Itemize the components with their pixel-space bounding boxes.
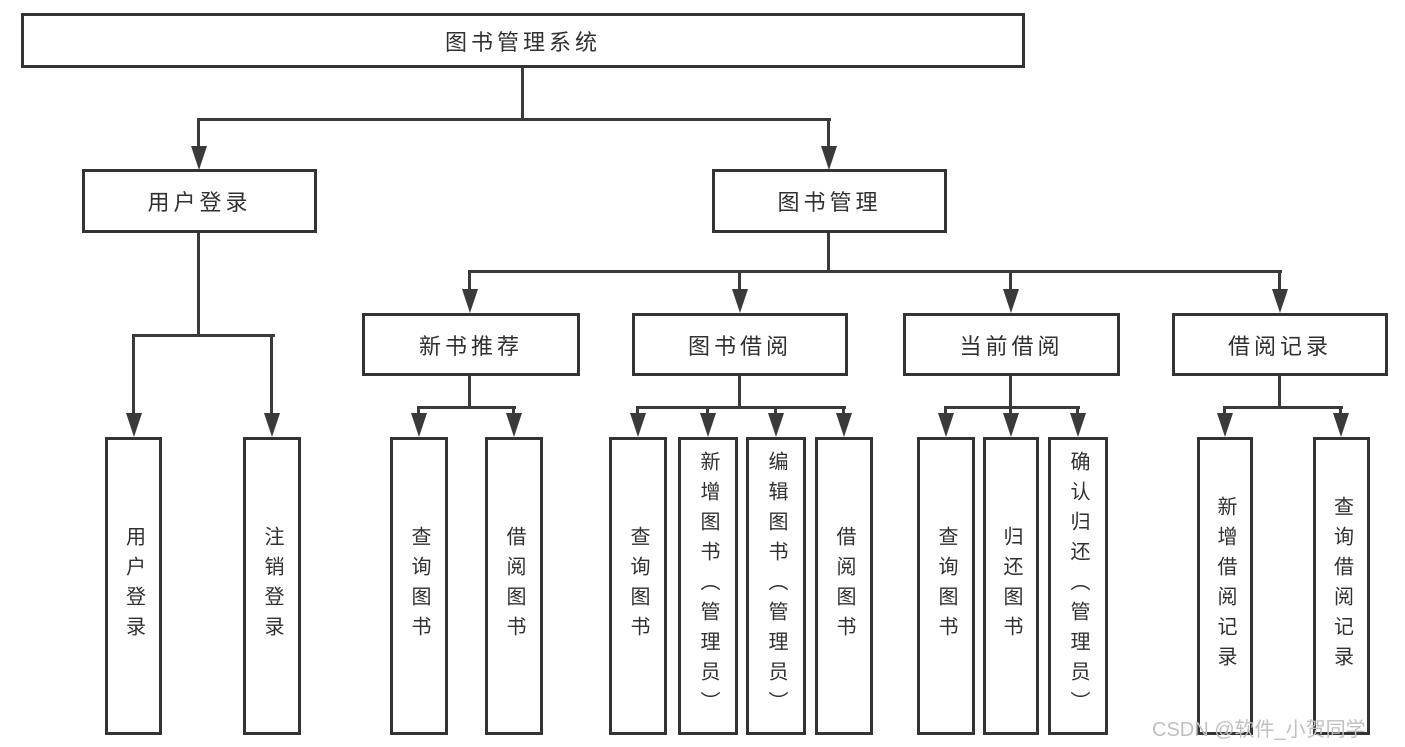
leaf-label: 用户登录 (122, 526, 145, 646)
connector-line (1223, 406, 1226, 417)
arrow-down-icon (1003, 413, 1019, 437)
leaf-edit-book-admin: 编辑图书（管理员） (746, 437, 806, 735)
connector-line (197, 118, 831, 121)
connector-line (706, 406, 709, 417)
node-user-login: 用户登录 (82, 169, 317, 233)
connector-line (1223, 406, 1343, 409)
leaf-return-books: 归还图书 (983, 437, 1039, 735)
node-book-management: 图书管理 (712, 169, 947, 233)
leaf-logout: 注销登录 (243, 437, 301, 735)
connector-line (1009, 406, 1012, 417)
arrow-down-icon (264, 413, 280, 437)
leaf-label: 查询图书 (408, 526, 430, 646)
node-label: 图书管理系统 (444, 29, 601, 55)
leaf-label: 查询图书 (627, 526, 649, 646)
arrow-down-icon (191, 146, 207, 170)
arrow-down-icon (1272, 289, 1288, 313)
connector-line (468, 270, 471, 293)
connector-line (1009, 376, 1012, 409)
arrow-down-icon (462, 289, 478, 313)
leaf-add-borrow-record: 新增借阅记录 (1197, 437, 1253, 735)
arrow-down-icon (506, 413, 522, 437)
leaf-query-books-recommend: 查询图书 (390, 437, 448, 735)
arrow-down-icon (821, 146, 837, 170)
arrow-down-icon (411, 413, 427, 437)
leaf-label: 新增借阅记录 (1214, 496, 1236, 676)
connector-line (417, 406, 420, 417)
arrow-down-icon (1070, 413, 1086, 437)
leaf-label: 新增图书（管理员） (697, 451, 719, 721)
connector-line (1339, 406, 1342, 417)
connector-line (636, 406, 639, 417)
arrow-down-icon (768, 413, 784, 437)
connector-line (944, 406, 1080, 409)
leaf-label: 查询图书 (935, 526, 957, 646)
connector-line (521, 68, 524, 121)
connector-line (270, 334, 273, 415)
connector-line (1009, 270, 1012, 293)
connector-line (827, 118, 830, 152)
leaf-label: 确认归还（管理员） (1067, 451, 1089, 721)
arrow-down-icon (700, 413, 716, 437)
connector-line (774, 406, 777, 417)
connector-line (944, 406, 947, 417)
leaf-label: 查询借阅记录 (1330, 496, 1353, 676)
arrow-down-icon (836, 413, 852, 437)
connector-line (842, 406, 845, 417)
connector-line (636, 406, 846, 409)
connector-line (827, 233, 830, 273)
arrow-down-icon (1003, 289, 1019, 313)
connector-line (132, 334, 275, 337)
node-borrowing-records: 借阅记录 (1172, 313, 1388, 376)
node-label: 当前借阅 (959, 333, 1064, 359)
leaf-borrow-books-borrowing: 借阅图书 (815, 437, 873, 735)
connector-line (1278, 376, 1281, 409)
leaf-query-books-current: 查询图书 (917, 437, 975, 735)
connector-line (197, 233, 200, 337)
leaf-label: 编辑图书（管理员） (765, 451, 787, 721)
node-new-book-recommendation: 新书推荐 (362, 313, 580, 376)
leaf-query-borrow-record: 查询借阅记录 (1313, 437, 1370, 735)
connector-line (132, 334, 135, 415)
node-label: 新书推荐 (418, 333, 523, 359)
node-library-management-system: 图书管理系统 (21, 13, 1025, 68)
leaf-borrow-books-recommend: 借阅图书 (485, 437, 543, 735)
leaf-label: 借阅图书 (503, 526, 525, 646)
arrow-down-icon (938, 413, 954, 437)
connector-line (468, 270, 1282, 273)
leaf-label: 注销登录 (261, 526, 283, 646)
arrow-down-icon (1217, 413, 1233, 437)
arrow-down-icon (1333, 413, 1349, 437)
leaf-add-book-admin: 新增图书（管理员） (678, 437, 738, 735)
leaf-label: 归还图书 (1000, 526, 1022, 646)
arrow-down-icon (732, 289, 748, 313)
watermark-text: CSDN @软件_小贺同学 (1152, 719, 1366, 741)
node-current-borrowing: 当前借阅 (903, 313, 1120, 376)
connector-line (1278, 270, 1281, 293)
arrow-down-icon (126, 413, 142, 437)
connector-line (197, 118, 200, 152)
node-label: 图书管理 (777, 190, 882, 215)
connector-line (738, 270, 741, 293)
leaf-label: 借阅图书 (833, 526, 855, 646)
node-label: 用户登录 (147, 190, 252, 215)
connector-line (738, 376, 741, 409)
node-label: 图书借阅 (687, 333, 792, 359)
connector-line (468, 376, 471, 409)
leaf-user-login: 用户登录 (105, 437, 162, 735)
leaf-query-books-borrowing: 查询图书 (609, 437, 667, 735)
connector-line (1076, 406, 1079, 417)
arrow-down-icon (630, 413, 646, 437)
connector-line (417, 406, 516, 409)
connector-line (512, 406, 515, 417)
leaf-confirm-return-admin: 确认归还（管理员） (1048, 437, 1108, 735)
node-label: 借阅记录 (1227, 333, 1332, 359)
node-book-borrowing: 图书借阅 (632, 313, 848, 376)
